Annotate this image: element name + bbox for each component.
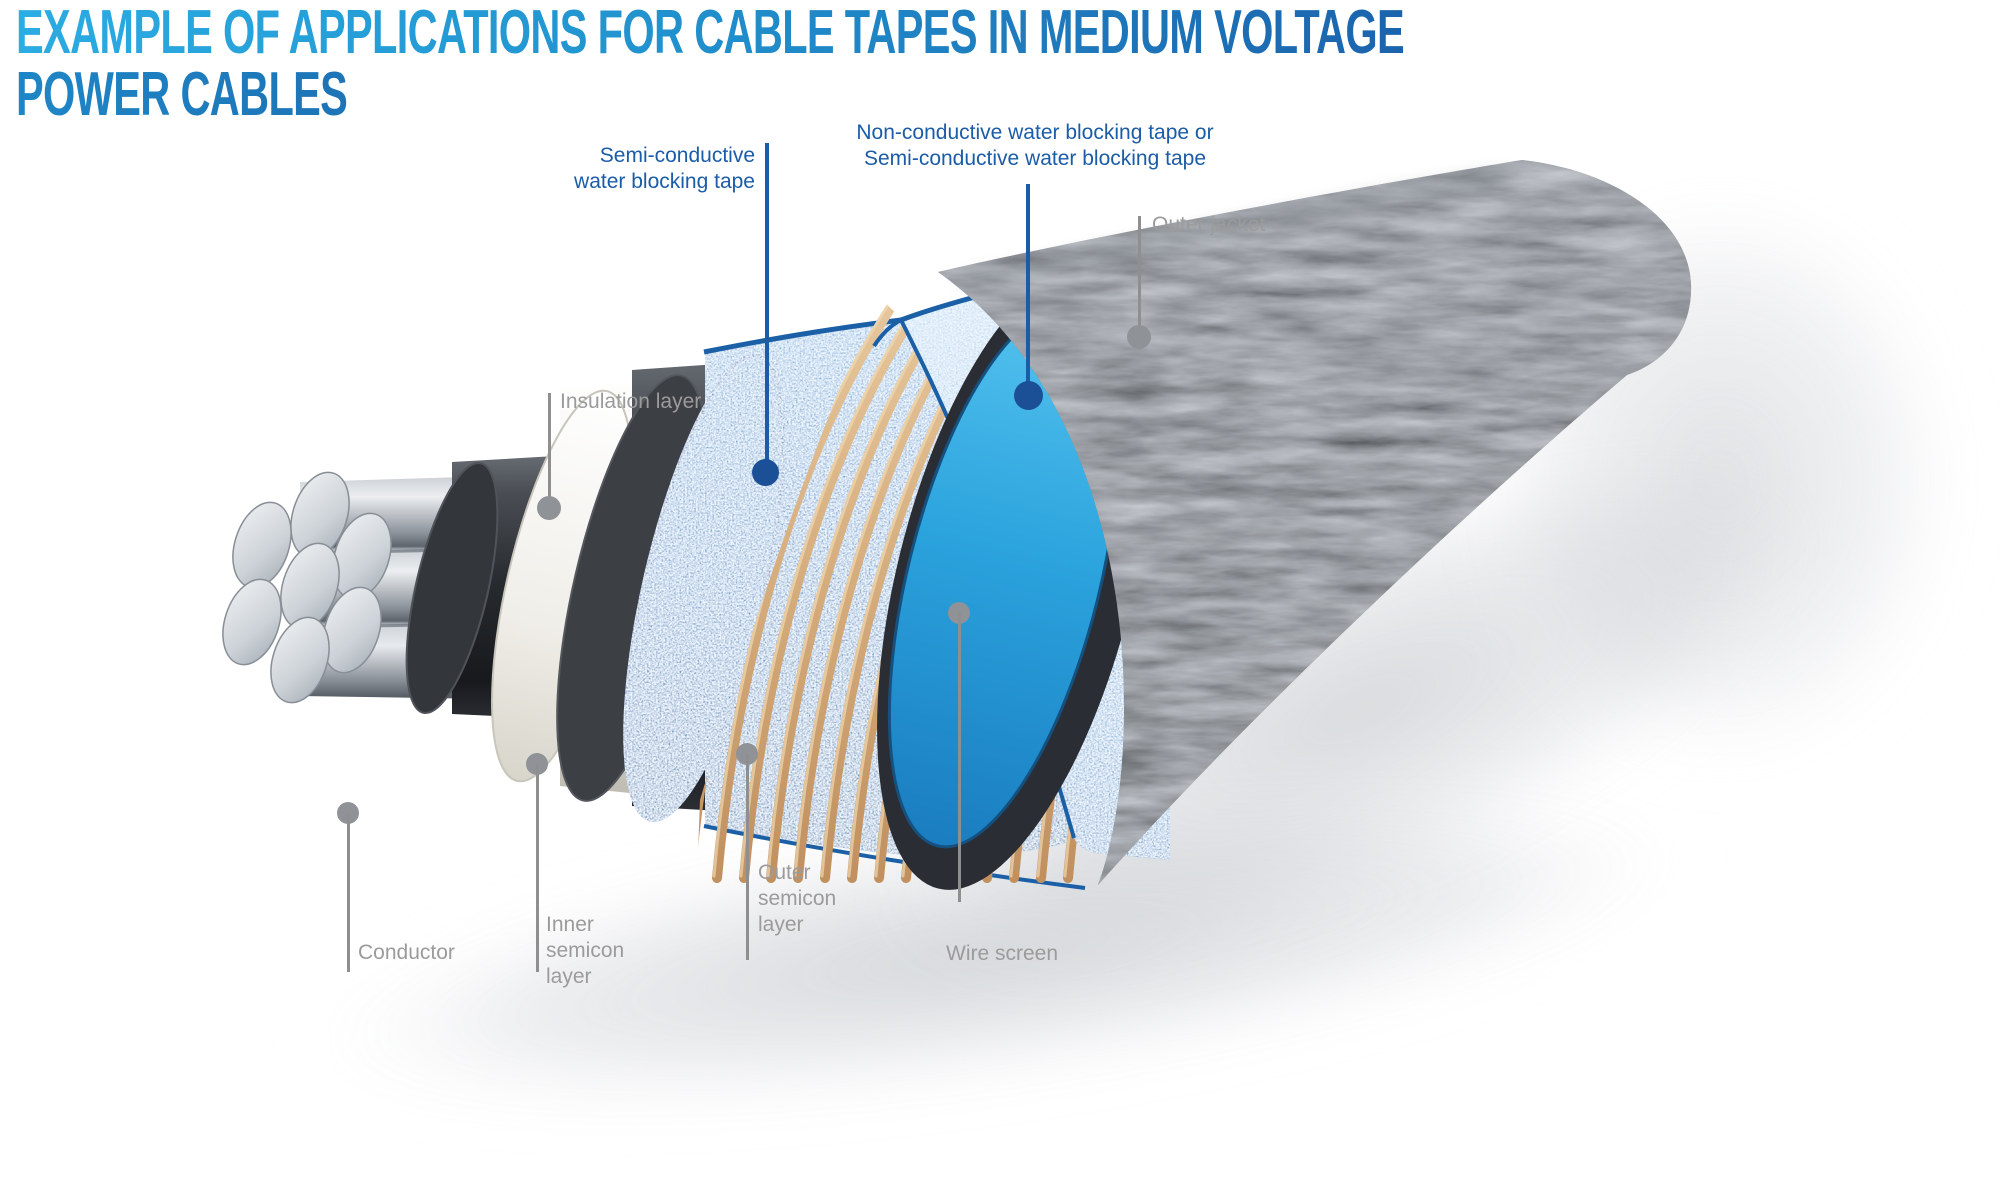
callout-label-semi-conductive-tape: Semi-conductive water blocking tape — [574, 144, 755, 193]
jacket-body — [938, 160, 1692, 885]
callout-line-outer-jacket — [1138, 216, 1141, 337]
callout-line-wire-screen — [958, 613, 961, 902]
callout-label-wire-screen: Wire screen — [946, 942, 1059, 965]
callout-line-semi-conductive-tape — [765, 143, 769, 472]
callout-label-outer-semicon: Outer semicon layer — [758, 861, 837, 936]
callout-line-inner-semicon — [536, 764, 539, 972]
outer-jacket-layer — [877, 160, 1692, 890]
callout-dot-outer-jacket — [1127, 325, 1151, 349]
callout-line-outer-semicon — [746, 754, 749, 960]
callout-dot-insulation — [537, 496, 561, 520]
page-title: EXAMPLE OF APPLICATIONS FOR CABLE TAPES … — [16, 0, 1405, 126]
callout-dot-semi-conductive-tape — [752, 459, 779, 486]
callout-label-inner-semicon: Inner semicon layer — [546, 913, 625, 988]
callout-line-non-conductive-tape — [1026, 184, 1030, 395]
callout-label-conductor: Conductor — [358, 941, 455, 964]
page-title-line1: EXAMPLE OF APPLICATIONS FOR CABLE TAPES … — [16, 0, 1405, 67]
callout-label-non-conductive-tape: Non-conductive water blocking tape or Se… — [856, 121, 1214, 170]
page-title-line2: POWER CABLES — [16, 64, 1404, 126]
jacket-top-highlight — [963, 172, 1506, 288]
callout-line-insulation — [548, 393, 551, 508]
callout-label-outer-jacket: Outer jacket — [1152, 213, 1266, 236]
callout-dot-non-conductive-tape — [1014, 381, 1043, 410]
callout-label-insulation: Insulation layer — [560, 390, 702, 413]
callout-line-conductor — [347, 813, 350, 972]
